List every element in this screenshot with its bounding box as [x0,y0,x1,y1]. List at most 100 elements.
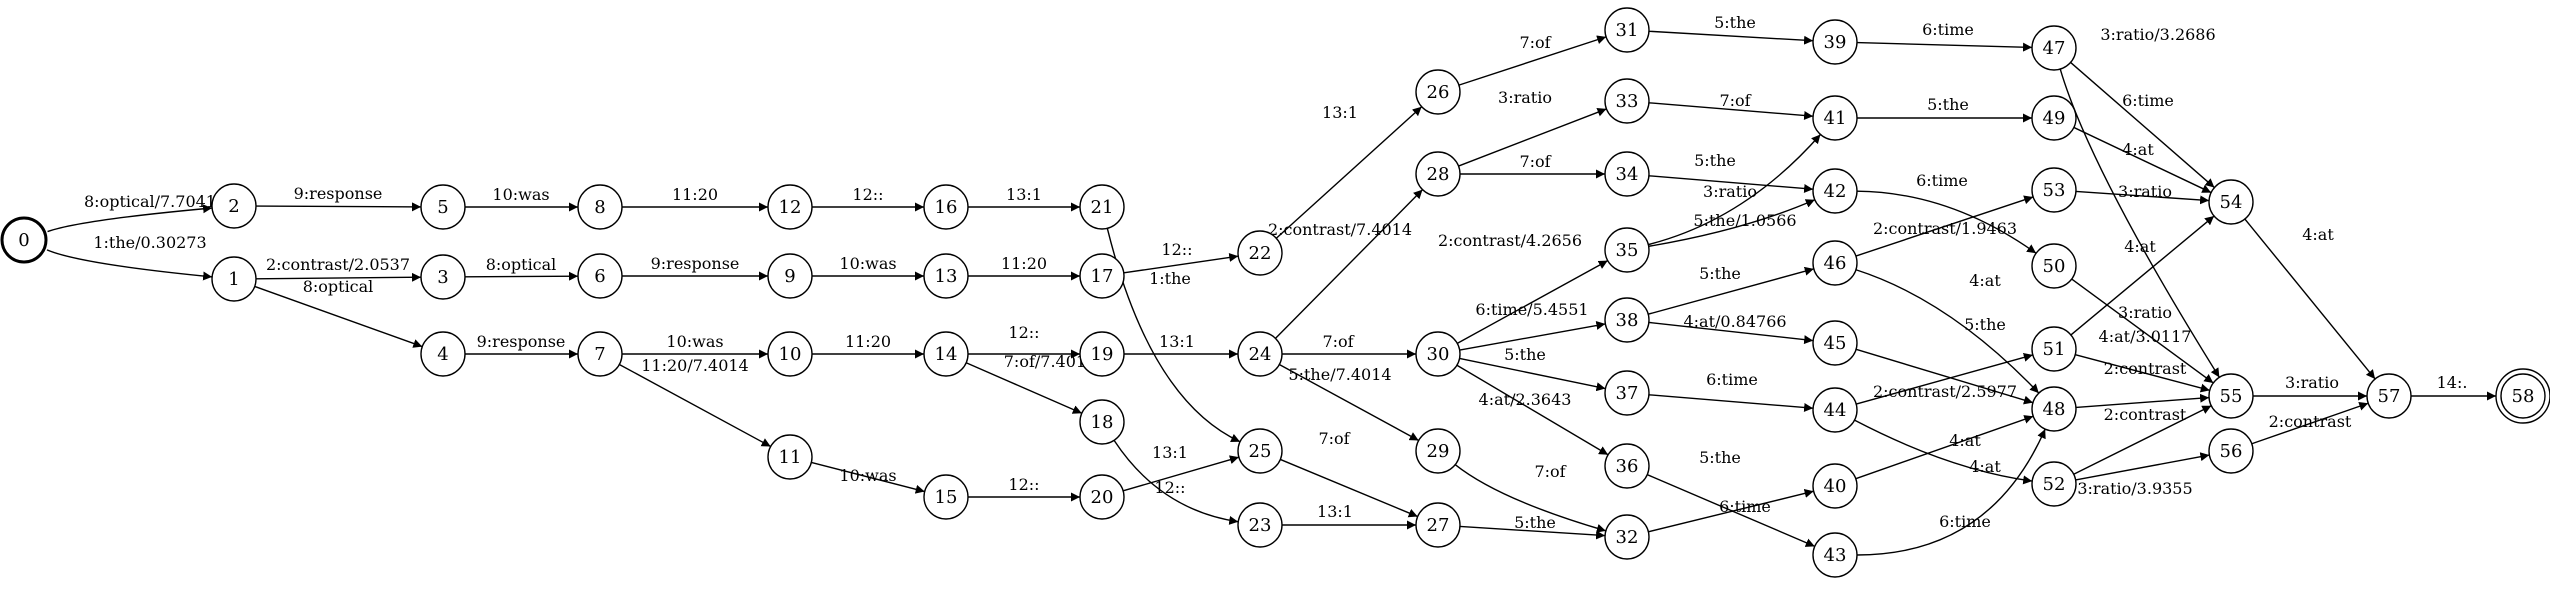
edge-label-27-32: 5:the [1514,513,1556,532]
state-node-23: 23 [1237,502,1283,548]
state-circle [1604,151,1650,197]
state-label: 17 [1091,266,1114,287]
edge-52-55 [2073,405,2212,475]
edge-37-44 [1648,394,1814,412]
state-node-57: 57 [2366,373,2412,419]
state-circle [1237,502,1283,548]
state-node-15: 15 [923,474,969,520]
edge-43-48 [1856,428,2046,556]
edge-label-41-49: 5:the [1927,95,1969,114]
state-node-41: 41 [1812,95,1858,141]
state-label: 44 [1824,400,1847,421]
edge-label-14-18: 7:of/7.4014 [1004,352,1097,371]
state-circle [2031,461,2077,507]
state-label: 20 [1091,487,1114,508]
state-node-48: 48 [2031,386,2077,432]
state-label: 5 [437,197,448,218]
state-node-25: 25 [1237,428,1283,474]
state-circle [420,184,466,230]
edge-31-39 [1648,30,1814,45]
state-node-7: 7 [577,331,623,377]
edge-label-0-2: 8:optical/7.7041 [84,192,216,211]
edge-48-55 [2075,393,2210,409]
edge-51-55 [2075,353,2210,393]
start-state-circle [0,216,48,264]
state-label: 24 [1249,344,1272,365]
edge-label-47-54: 3:ratio/3.2686 [2100,25,2215,44]
state-circle [923,331,969,377]
state-circle [577,253,623,299]
edge-51-54 [2070,215,2215,336]
state-node-37: 37 [1604,370,1650,416]
state-label: 8 [594,197,605,218]
state-label: 57 [2378,386,2401,407]
state-circle [1604,370,1650,416]
edge-22-26 [1275,106,1423,239]
edge-label-29-32: 7:of [1534,462,1566,481]
state-node-55: 55 [2208,373,2254,419]
state-label: 32 [1616,527,1639,548]
edge-label-14-19: 12:: [1008,323,1039,342]
edge-label-28-34: 7:of [1519,152,1551,171]
state-label: 56 [2220,441,2243,462]
state-label: 38 [1616,310,1639,331]
state-circle [1237,428,1283,474]
state-node-53: 53 [2031,167,2077,213]
edge-label-10-14: 11:20 [845,332,891,351]
edge-label-47-55: 4:at [2122,140,2154,159]
state-circle [1415,69,1461,115]
edge-45-48 [1855,348,2034,405]
edge-30-35 [1456,259,1609,345]
state-node-52: 52 [2031,461,2077,507]
state-label: 1 [228,269,239,290]
state-node-32: 32 [1604,514,1650,560]
state-node-4: 4 [420,331,466,377]
state-node-5: 5 [420,184,466,230]
state-node-21: 21 [1079,184,1125,230]
state-circle [1604,443,1650,489]
edge-label-25-27: 7:of [1318,429,1350,448]
state-node-54: 54 [2208,179,2254,225]
state-node-42: 42 [1812,168,1858,214]
edge-17-22 [1123,253,1239,274]
edge-label-40-48: 4:at [1949,431,1981,450]
edge-label-48-55: 2:contrast [2104,359,2187,378]
state-label: 26 [1427,82,1450,103]
edge-33-41 [1648,102,1814,120]
state-node-1: 1 [211,256,257,302]
edge-38-45 [1648,321,1814,345]
state-node-51: 51 [2031,326,2077,372]
state-label: 14 [935,344,958,365]
state-node-33: 33 [1604,78,1650,124]
edge-label-16-21: 13:1 [1006,185,1042,204]
state-node-22: 22 [1237,230,1283,276]
edge-0-1 [46,249,213,281]
edge-label-30-35: 2:contrast/4.2656 [1438,231,1582,250]
edge-label-43-48: 6:time [1939,512,1991,531]
state-label: 41 [1824,108,1847,129]
state-label: 46 [1824,253,1847,274]
state-circle [2031,243,2077,289]
edge-label-1-4: 8:optical [303,277,374,296]
state-label: 31 [1616,20,1639,41]
edge-label-50-55: 4:at [2124,237,2156,256]
edge-label-45-48: 5:the [1964,315,2006,334]
state-label: 10 [779,344,802,365]
edge-34-42 [1648,175,1814,193]
state-node-34: 34 [1604,151,1650,197]
edge-label-46-48: 4:at [1969,271,2001,290]
edge-label-2-5: 9:response [294,184,383,203]
state-circle [1812,463,1858,509]
state-circle [420,254,466,300]
state-node-28: 28 [1415,151,1461,197]
edge-label-7-11: 11:20/7.4014 [641,356,748,375]
state-label: 58 [2512,386,2535,407]
state-circle [2500,373,2546,419]
state-label: 27 [1427,515,1450,536]
state-label: 25 [1249,441,1272,462]
state-circle [1812,240,1858,286]
edge-label-30-38: 6:time/5.4551 [1475,300,1588,319]
state-circle [1415,502,1461,548]
state-node-6: 6 [577,253,623,299]
state-label: 11 [779,447,802,468]
